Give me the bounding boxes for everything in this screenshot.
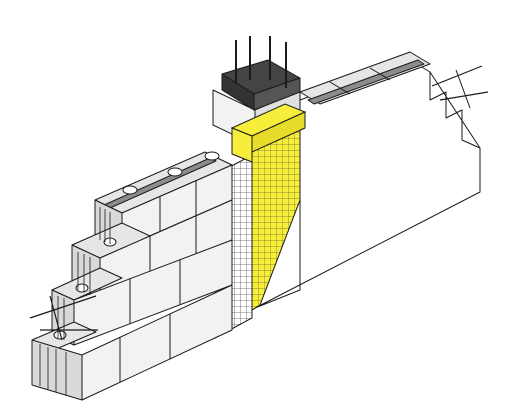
block-end-grooves bbox=[39, 207, 111, 395]
course-1-end bbox=[31, 339, 83, 401]
left-rebar bbox=[29, 295, 98, 341]
rear-wall bbox=[254, 51, 489, 309]
rear-wall-toothed-end bbox=[429, 72, 481, 149]
front-wall bbox=[31, 151, 233, 401]
column-core-side bbox=[253, 77, 301, 111]
block-cores bbox=[53, 151, 220, 340]
rebar-verticals bbox=[235, 36, 287, 88]
yellow-u-cap-face bbox=[231, 127, 253, 163]
yellow-u-cap-side bbox=[251, 111, 306, 153]
rear-wall-top-band bbox=[307, 59, 425, 105]
